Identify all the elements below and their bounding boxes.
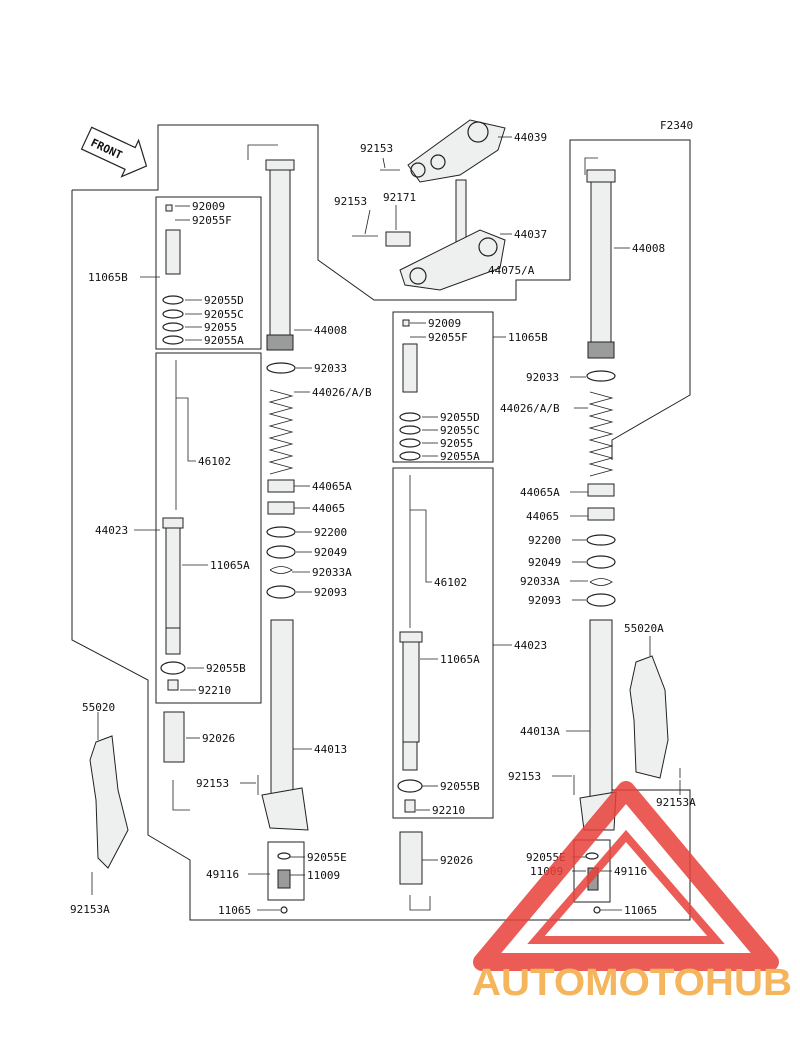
callout-label: 92055B (206, 662, 246, 675)
diagram-code: F2340 (660, 119, 693, 132)
callout-label: 92055F (192, 214, 232, 227)
callout-label: 92055B (440, 780, 480, 793)
callout-label: 92055D (440, 411, 480, 424)
callout-label: 92055C (204, 308, 244, 321)
callout-label: 44039 (514, 131, 547, 144)
callout-label: 92210 (432, 804, 465, 817)
callout-label: 92153 (508, 770, 541, 783)
leader-lines (91, 136, 681, 911)
callout-label: 92093 (528, 594, 561, 607)
callout-label: 92153A (656, 796, 696, 809)
callout-label: 92153 (196, 777, 229, 790)
callout-label: 92033A (520, 575, 560, 588)
callout-label: 92153 (360, 142, 393, 155)
callout-label: 92200 (314, 526, 347, 539)
callout-label: 49116 (614, 865, 647, 878)
callout-label: 92049 (528, 556, 561, 569)
callout-label: 92026 (440, 854, 473, 867)
callout-labels: 44039 92153 92153 92171 44037 44075/A 92… (70, 131, 696, 917)
callout-label: 92033 (314, 362, 347, 375)
callout-label: 92200 (528, 534, 561, 547)
callout-label: 92153 (334, 195, 367, 208)
callout-label: 92055A (204, 334, 244, 347)
upper-triple-clamp (407, 119, 506, 183)
callout-label: 44013 (314, 743, 347, 756)
callout-label: 92055E (307, 851, 347, 864)
right-fork-spring (588, 391, 614, 477)
callout-label: 55020A (624, 622, 664, 635)
left-fork-guard (89, 735, 129, 880)
front-direction-arrow: FRONT (80, 126, 148, 178)
lower-triple-clamp-stem (385, 179, 506, 291)
callout-label: 92055C (440, 424, 480, 437)
callout-label: 44008 (314, 324, 347, 337)
callout-label: 92033 (526, 371, 559, 384)
watermark-logo: AUTOMOTOHUB (472, 781, 792, 1004)
callout-label: 49116 (206, 868, 239, 881)
callout-label: 92026 (202, 732, 235, 745)
callout-label: 44026/A/B (500, 402, 560, 415)
callout-label: 92153A (70, 903, 110, 916)
callout-label: 92055 (440, 437, 473, 450)
callout-label: 44037 (514, 228, 547, 241)
callout-label: 46102 (198, 455, 231, 468)
left-fork-spring (268, 389, 294, 475)
callout-label: 11065A (210, 559, 250, 572)
callout-label: 44065A (312, 480, 352, 493)
callout-label: 92049 (314, 546, 347, 559)
callout-label: 11065 (218, 904, 251, 917)
callout-label: 44008 (632, 242, 665, 255)
callout-label: 92055 (204, 321, 237, 334)
left-cartridge-group (155, 196, 262, 811)
callout-label: 11065 (624, 904, 657, 917)
callout-label: 44075/A (488, 264, 535, 277)
callout-label: 92055A (440, 450, 480, 463)
center-cartridge-group (392, 311, 494, 911)
callout-label: 11009 (307, 869, 340, 882)
callout-label: 92009 (192, 200, 225, 213)
watermark-triangle-icon (473, 781, 779, 971)
callout-label: 44065 (312, 502, 345, 515)
callout-label: 92009 (428, 317, 461, 330)
callout-label: 92093 (314, 586, 347, 599)
callout-label: 44065A (520, 486, 560, 499)
callout-label: 11065B (508, 331, 548, 344)
callout-label: 44026/A/B (312, 386, 372, 399)
callout-label: 55020 (82, 701, 115, 714)
callout-label: 44013A (520, 725, 560, 738)
left-fork-assembly (247, 144, 309, 914)
right-fork-guard (629, 655, 681, 779)
callout-label: 11065B (88, 271, 128, 284)
callout-label: 46102 (434, 576, 467, 589)
clamp-bolts (352, 169, 400, 237)
callout-label: 11065A (440, 653, 480, 666)
callout-label: 92171 (383, 191, 416, 204)
callout-label: 92033A (312, 566, 352, 579)
callout-label: 92210 (198, 684, 231, 697)
callout-label: 44065 (526, 510, 559, 523)
callout-label: 44023 (514, 639, 547, 652)
callout-label: 92055F (428, 331, 468, 344)
watermark-text: AUTOMOTOHUB (472, 962, 792, 1004)
callout-label: 44023 (95, 524, 128, 537)
callout-label: 92055D (204, 294, 244, 307)
